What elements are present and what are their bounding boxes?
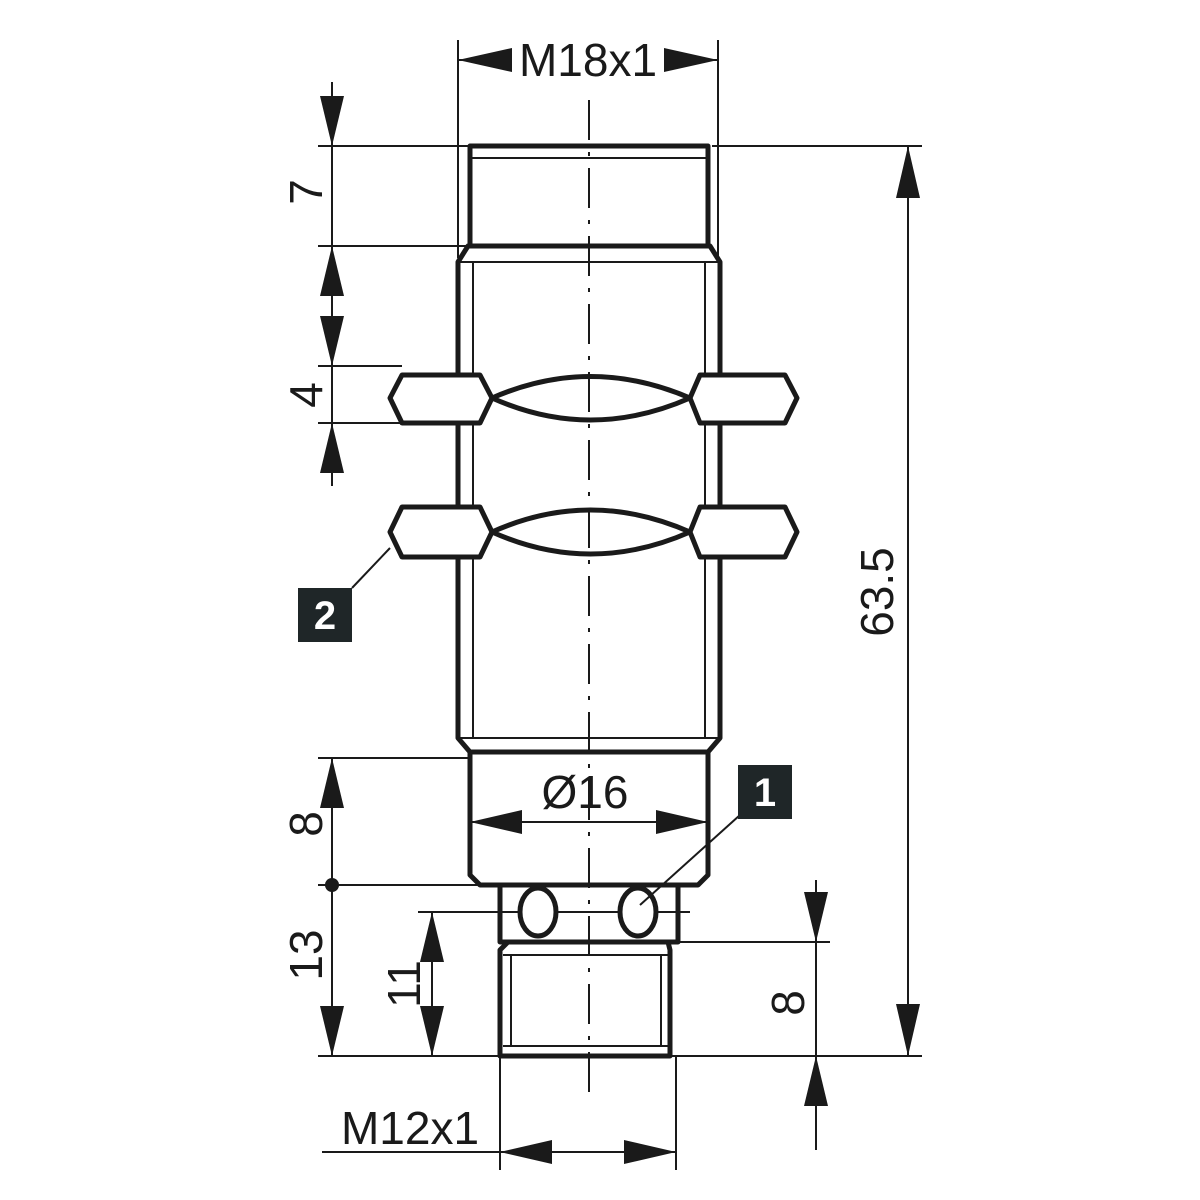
- label-cap-length: 7: [280, 179, 332, 205]
- callout-badge-2: [298, 588, 352, 642]
- callout-1: 1: [639, 765, 792, 906]
- led-window-left: [517, 885, 559, 939]
- dim-connector-thread-length: 11: [378, 911, 690, 1056]
- label-nut-thickness: 4: [280, 382, 332, 408]
- callout-label-1: 1: [754, 771, 776, 815]
- connector-thread: [497, 939, 673, 1059]
- label-connector-outer-length: 8: [762, 990, 814, 1016]
- label-connector-thread-length: 11: [378, 960, 430, 1008]
- dim-thread-main: M18x1: [457, 34, 719, 258]
- label-thread-main: M18x1: [519, 34, 657, 86]
- label-overall-length: 63.5: [851, 547, 903, 637]
- dim-left-upper: 7 4: [280, 82, 468, 486]
- label-thread-connector: M12x1: [341, 1102, 479, 1154]
- label-connector-length: 13: [280, 929, 332, 980]
- hex-nut-upper: [387, 372, 800, 426]
- dim-collar-diameter: Ø16: [470, 766, 708, 834]
- label-collar-diameter: Ø16: [542, 766, 629, 818]
- callout-2: 2: [298, 547, 391, 642]
- dim-left-lower: 8 13: [280, 757, 500, 1057]
- dim-connector-outer-length: 8: [678, 880, 830, 1150]
- hex-nut-lower: [387, 504, 800, 560]
- dim-overall-length: 63.5: [672, 145, 922, 1057]
- dim-thread-connector: M12x1: [322, 1056, 677, 1170]
- callout-label-2: 2: [314, 594, 336, 638]
- label-collar-length: 8: [280, 811, 332, 837]
- callout-badge-1: [738, 765, 792, 819]
